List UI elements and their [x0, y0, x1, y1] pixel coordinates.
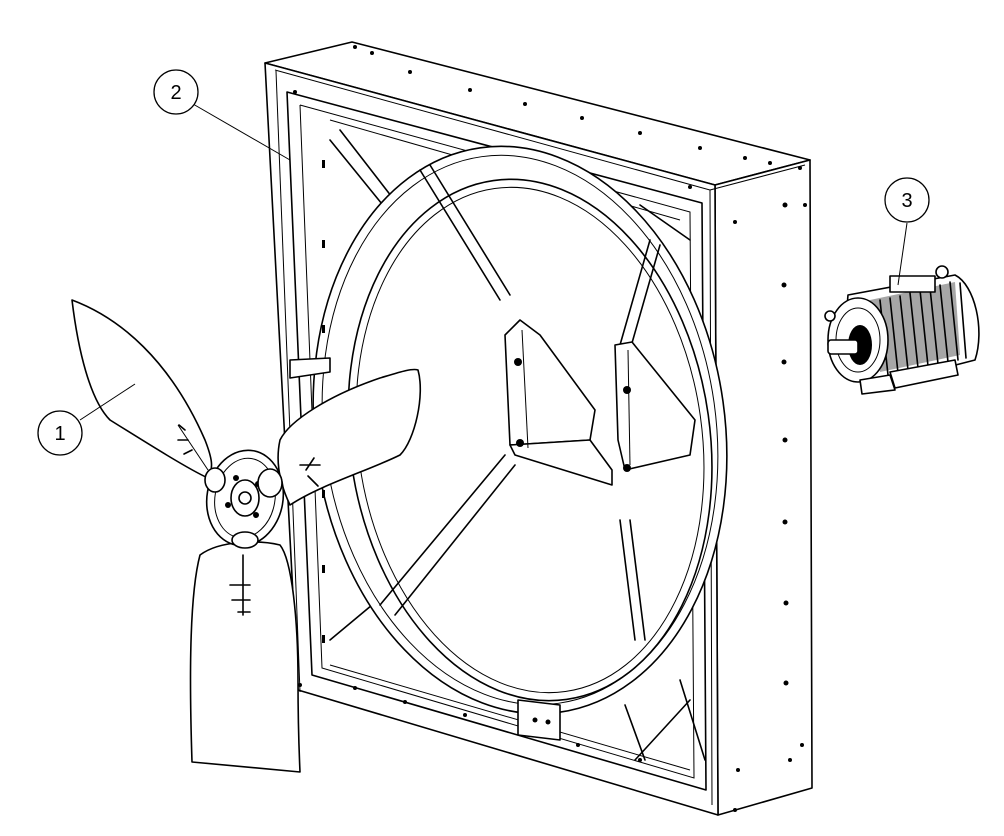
- fan-housing: [264, 41, 813, 816]
- electric-motor: [824, 265, 980, 395]
- callout-3: 3: [884, 177, 930, 286]
- fan-impeller: [71, 299, 422, 773]
- callout-1-label: 1: [54, 423, 65, 445]
- callout-3-circle: [884, 177, 930, 223]
- callout-2-label: 2: [170, 82, 181, 104]
- callout-3-label: 3: [901, 190, 912, 212]
- callout-2-circle: [153, 69, 199, 115]
- callout-1-circle: [37, 410, 83, 456]
- callout-1: 1: [37, 383, 136, 456]
- callout-2: 2: [153, 69, 291, 161]
